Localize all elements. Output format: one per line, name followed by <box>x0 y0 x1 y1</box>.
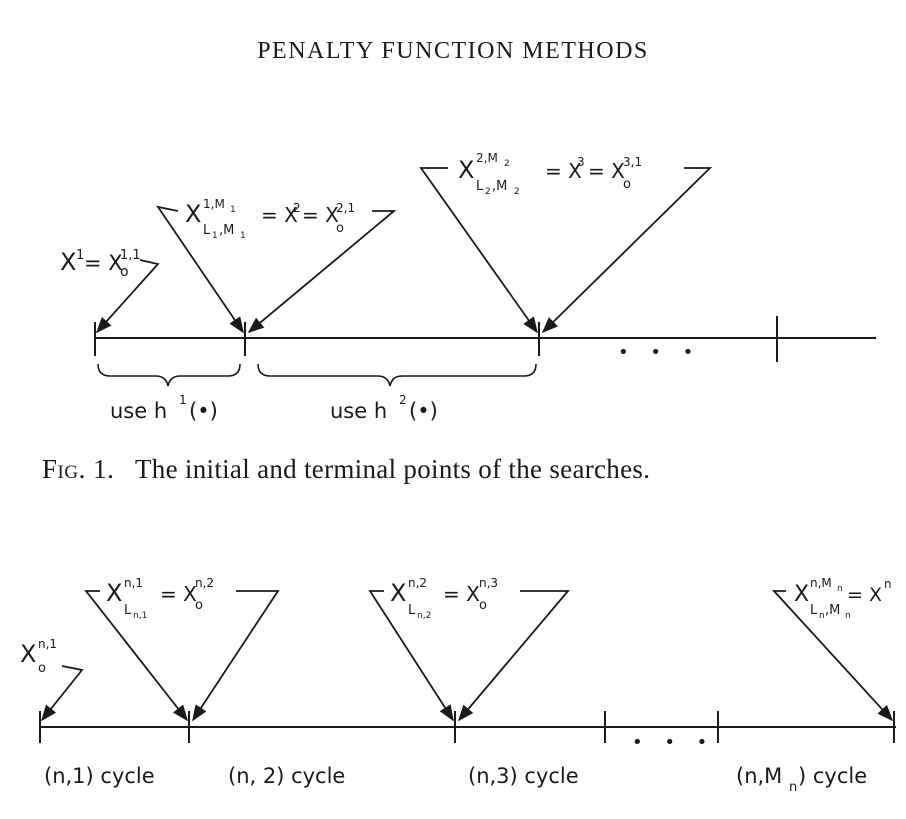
fig1-x2-sup-mid: 2 <box>293 201 301 215</box>
fig1-label-x2: X 1,M 1 L 1 ,M 1 = X 2 = X 2,1 o <box>185 197 355 241</box>
fig2-start-sub: o <box>38 661 46 676</box>
fig2-ellipsis: • • • <box>632 732 715 753</box>
fig2-end-sub-sub: n <box>819 611 825 621</box>
fig2-b1-base: X <box>106 579 122 607</box>
fig1-x1-sub2: o <box>120 264 129 280</box>
fig1-x3-eq1: = X <box>545 159 582 183</box>
fig1-x3-sub2: o <box>623 177 631 192</box>
fig2-b2-sub: L <box>408 603 416 618</box>
fig1-x2-eq2: = X <box>302 203 339 227</box>
fig1-x2-sub2: o <box>336 221 344 236</box>
fig1-x3-base: X <box>458 156 474 184</box>
fig1-x3-eq2: = X <box>588 159 625 183</box>
fig2-b1-eq: = X <box>160 582 197 606</box>
fig1-brace2-label: use h 2 (•) <box>330 393 438 423</box>
fig1-x2-sup2: 2,1 <box>336 201 355 215</box>
fig1-label-x1: X 1 = X 1,1 o <box>60 248 141 280</box>
fig2-end-sub-tail-sub: n <box>845 611 851 621</box>
fig2-start-sup: n,1 <box>38 637 57 651</box>
fig1-x3-sub: L <box>476 179 484 194</box>
fig1-pointer-x2-left <box>156 205 244 334</box>
fig2-label-end: X n,M n L n ,M n = X n <box>794 576 892 621</box>
fig2-end-base: X <box>794 582 809 607</box>
fig2-pointer-start <box>40 665 84 722</box>
fig2-b2-eq: = X <box>443 582 480 606</box>
fig1-x3-sup-sub: 2 <box>504 159 510 169</box>
fig1-brace2-tail: (•) <box>409 399 438 423</box>
fig2-b2-sup: n,2 <box>408 576 427 590</box>
fig1-brace2-text: use h <box>330 399 387 423</box>
fig2-cycle-4-sub: n <box>789 780 797 795</box>
fig2-b2-sub-sub: n,2 <box>417 611 431 621</box>
fig2-b2-base: X <box>390 579 406 607</box>
figure-1-caption-prefix: Fig. 1. <box>42 454 115 484</box>
fig1-x1-sup2: 1,1 <box>120 248 141 263</box>
fig2-cycle-4-text: (n,M <box>736 764 782 788</box>
fig2-cycle-4-tail: ) cycle <box>798 764 867 788</box>
fig2-pointer-b2-left <box>368 590 454 722</box>
fig1-x2-sub-sub: 1 <box>212 231 218 241</box>
fig2-start-base: X <box>20 640 36 668</box>
fig1-x2-sup-sub: 1 <box>230 205 236 215</box>
fig2-end-sup: n,M <box>810 576 832 590</box>
fig2-end-sub-tail: ,M <box>825 603 840 618</box>
fig1-brace1-sup: 1 <box>179 393 187 407</box>
fig1-x1-base: X <box>60 248 76 276</box>
fig1-brace-2 <box>257 363 537 387</box>
fig2-cycle-2-label: (n, 2) cycle <box>228 764 345 788</box>
fig1-x1-sup: 1 <box>76 248 84 263</box>
fig1-label-x3: X 2,M 2 L 2 ,M 2 = X 3 = X 3,1 o <box>458 151 642 197</box>
fig2-cycle-1-label: (n,1) cycle <box>44 764 155 788</box>
fig2-end-sup2: n <box>884 577 892 591</box>
fig2-label-start: X n,1 o <box>20 637 57 676</box>
fig1-x3-sub-tail-sub: 2 <box>514 187 520 197</box>
fig2-label-b1: X n,1 L n,1 = X n,2 o <box>106 576 214 621</box>
fig2-b1-sup: n,1 <box>124 576 143 590</box>
fig1-x3-sup: 2,M <box>476 151 498 165</box>
fig1-x2-sub-tail: ,M <box>219 223 234 238</box>
fig1-x3-sup2: 3,1 <box>623 155 642 169</box>
fig1-x3-sub-tail: ,M <box>492 179 507 194</box>
fig1-pointer-x3-right <box>541 167 713 334</box>
fig1-pointer-x3-left <box>419 167 538 334</box>
fig1-brace-1 <box>97 363 241 387</box>
fig1-pointer-x2-right <box>247 210 397 334</box>
figure-1-caption-text: The initial and terminal points of the s… <box>135 454 651 484</box>
fig1-x3-sub-sub: 2 <box>485 187 491 197</box>
fig2-cycle-3-label: (n,3) cycle <box>468 764 579 788</box>
fig1-x3-sup-mid: 3 <box>577 155 585 169</box>
fig2-pointer-end <box>771 590 894 722</box>
fig2-end-eq: = X <box>847 584 882 606</box>
page-title: PENALTY FUNCTION METHODS <box>257 38 649 64</box>
fig1-x2-base: X <box>185 200 201 228</box>
fig1-x2-eq1: = X <box>261 203 298 227</box>
fig1-x2-sup: 1,M <box>203 197 225 211</box>
fig1-ellipsis: • • • <box>618 342 701 363</box>
fig2-b1-sub: L <box>124 603 132 618</box>
figure-2: X n,1 o X n,1 L n,1 = X n,2 o X n,2 L n,… <box>20 576 896 795</box>
fig2-pointer-b2-right <box>457 590 570 722</box>
fig1-x2-sub-tail-sub: 1 <box>240 231 246 241</box>
fig2-end-sub: L <box>810 603 818 618</box>
fig2-pointer-b1-right <box>192 590 280 722</box>
figure-1: X 1 = X 1,1 o X 1,M 1 L 1 ,M 1 = X 2 = X… <box>60 151 876 423</box>
fig2-b2-sub2: o <box>479 598 487 613</box>
fig2-pointer-b1-left <box>84 590 188 722</box>
fig1-brace1-tail: (•) <box>189 399 218 423</box>
fig2-cycle-4-label: (n,M n ) cycle <box>736 764 867 795</box>
fig1-x2-sub: L <box>203 223 211 238</box>
fig2-end-sup-sub: n <box>837 584 843 594</box>
fig1-brace1-text: use h <box>110 399 167 423</box>
fig2-b2-sup2: n,3 <box>479 576 498 590</box>
fig1-brace2-sup: 2 <box>399 393 407 407</box>
fig2-b1-sub2: o <box>195 598 203 613</box>
fig1-pointer-x1 <box>95 259 160 334</box>
fig1-x1-eq: = X <box>84 251 123 275</box>
fig2-b1-sub-sub: n,1 <box>133 611 147 621</box>
fig2-label-b2: X n,2 L n,2 = X n,3 o <box>390 576 498 621</box>
figure-1-caption: Fig. 1. The initial and terminal points … <box>42 454 650 485</box>
fig2-b1-sup2: n,2 <box>195 576 214 590</box>
fig1-brace1-label: use h 1 (•) <box>110 393 218 423</box>
